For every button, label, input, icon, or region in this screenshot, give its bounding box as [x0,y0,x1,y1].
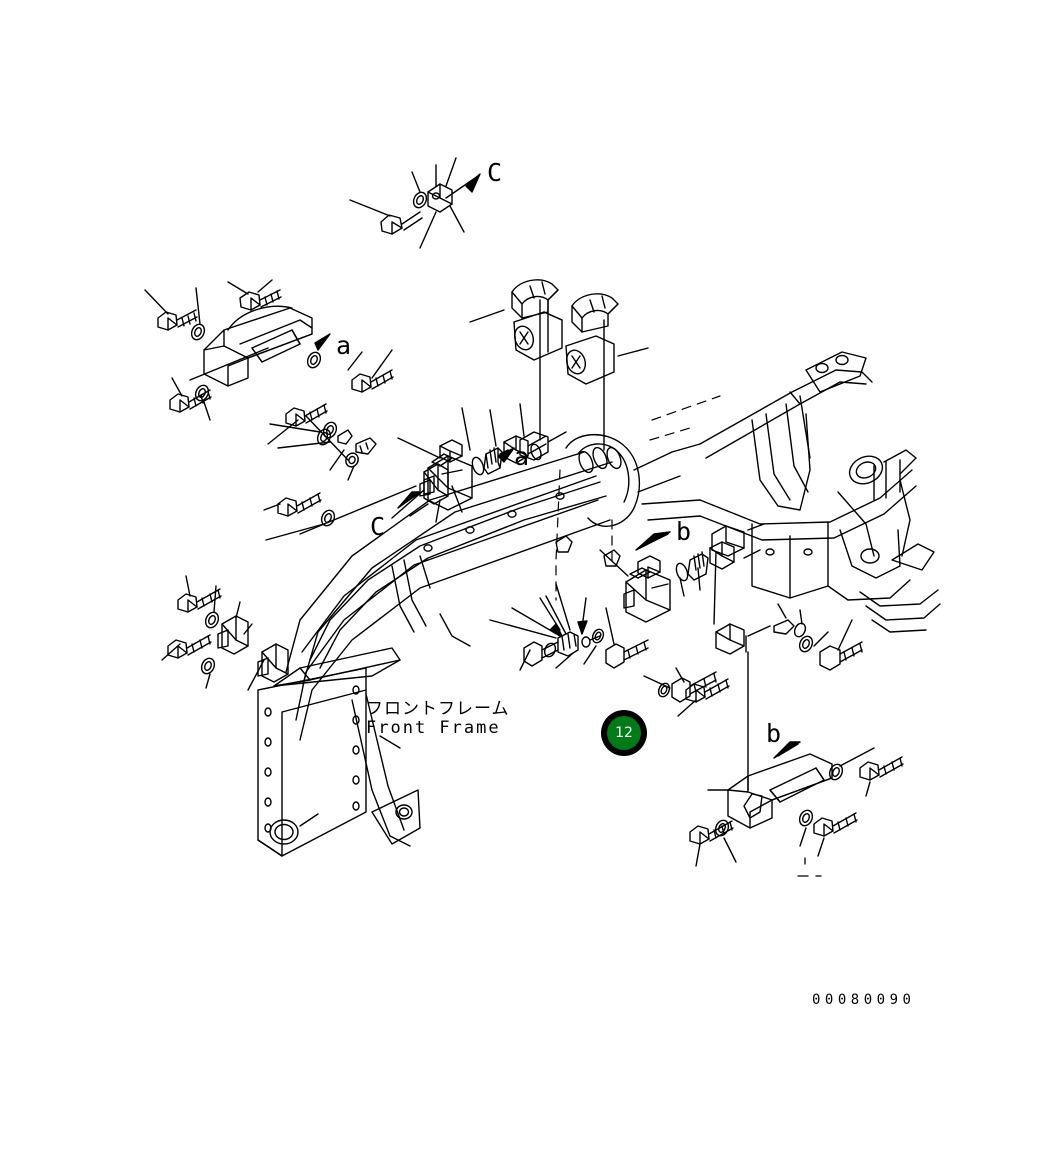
front-frame-body [257,451,613,857]
callout-a-center: a [514,442,530,471]
right-side-fittings [713,551,863,671]
lower-left-clamp-brackets [161,575,289,691]
callout-c-left: C [370,512,386,541]
lower-right-bracket-assembly [677,635,904,867]
drawing-number: 00080090 [812,992,916,1008]
callout-a-upper-left: a [336,331,352,360]
badge-number: 12 [615,725,633,741]
top-fastener-group [349,157,481,249]
callout-b-lower-right: b [766,719,782,748]
badge-inner-circle: 12 [607,716,641,750]
title-japanese: フロントフレーム [366,699,510,719]
title-english: Front Frame [366,718,501,739]
upper-left-bracket-assembly [144,279,394,461]
frame-pivot-boss [565,433,701,527]
center-hose-fittings [599,523,765,623]
title-block: フロントフレーム Front Frame [366,699,510,739]
frame-surface-fasteners [423,492,621,567]
centerlines [555,395,721,601]
left-fastener-group [263,423,377,541]
center-valve-block [397,403,567,517]
callout-b-center: b [676,517,692,546]
stray-marks [797,857,822,877]
callout-c-top: C [487,158,503,187]
rear-frame-section [641,351,941,633]
center-bottom-fasteners [489,583,717,703]
top-clamp-pair [469,279,649,451]
item-number-badge[interactable]: 12 [601,710,647,756]
